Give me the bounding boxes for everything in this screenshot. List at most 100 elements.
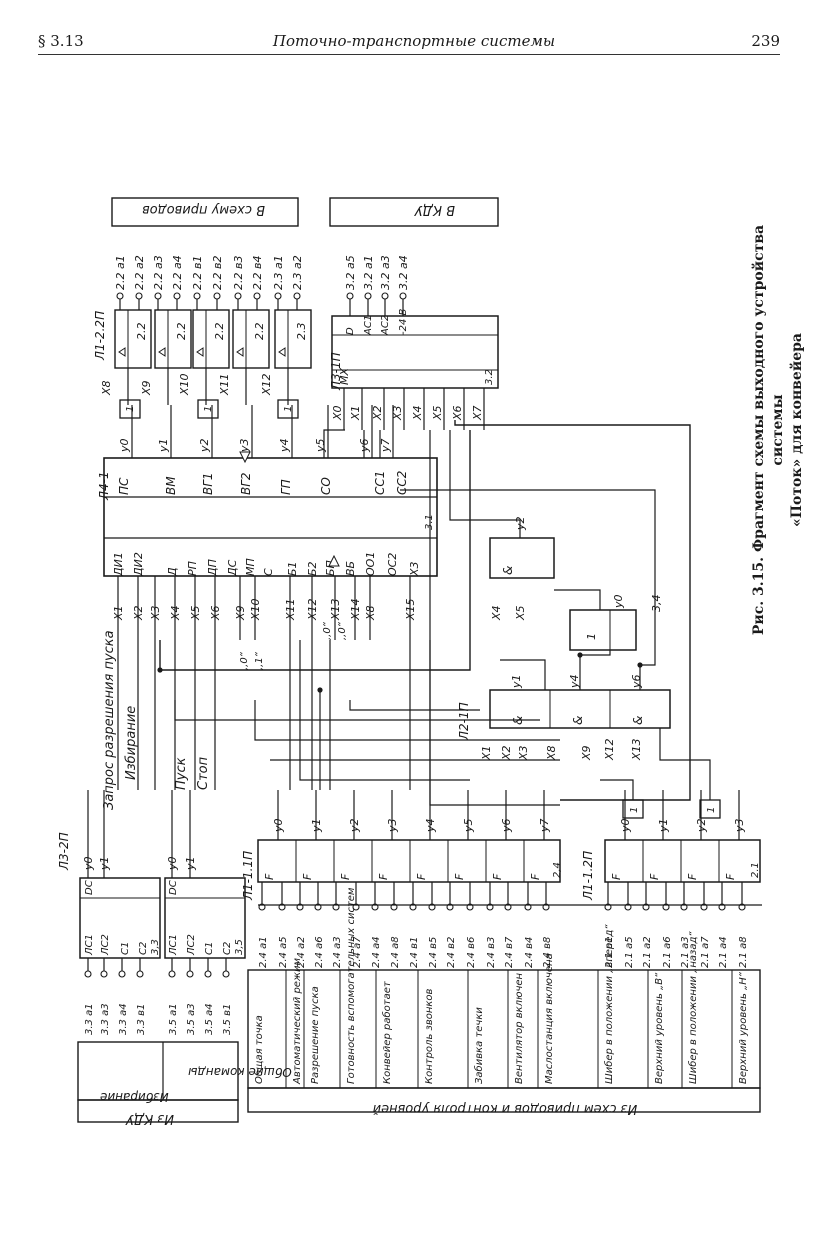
drive-out-address: 2.2 в3	[232, 256, 245, 290]
mux-input-label: Х3	[391, 405, 404, 421]
input-signal-label: Шибер в положении „назад“	[687, 931, 699, 1084]
decoder-input-label: С1	[204, 942, 215, 955]
l1-11p-address: 2.4 а2	[296, 936, 307, 968]
in-drives-block	[247, 1087, 761, 1113]
filter-f-symbol: F	[724, 873, 737, 880]
not-gate	[119, 399, 141, 419]
or-gate-block	[569, 609, 637, 651]
drive-out-address: 2.3 а2	[291, 255, 304, 290]
kdu-input-pin	[118, 970, 126, 978]
wire	[659, 728, 711, 800]
driver-cell-number: 2.2	[253, 323, 266, 341]
gate-symbol-one: 1	[629, 807, 640, 813]
wire	[174, 700, 540, 721]
kdu-out-address: 3.2 а5	[344, 255, 357, 290]
and-gate-symbol: &	[501, 566, 515, 575]
input-signal-label: Конвейер работает	[381, 980, 393, 1084]
input-signal-label: Вентилятор включен	[514, 972, 525, 1084]
input-signal-label: Контроль звонков	[424, 988, 435, 1084]
l2-label: Х1	[480, 745, 493, 761]
driver-cell	[232, 309, 270, 369]
out-drives-label: В схему приводов	[142, 202, 265, 217]
mux-output-label: D	[345, 327, 356, 335]
l1-11p-address: 2.4 в6	[466, 937, 477, 968]
drive-out-pin	[135, 292, 143, 300]
driver-triangle	[118, 347, 126, 357]
l4-input-label: РП	[186, 561, 199, 576]
logic-zero-label: ,,0“	[322, 621, 333, 640]
and-gate-symbol: &	[631, 716, 645, 725]
in-kdu-label: Из КДУ	[125, 1111, 174, 1126]
kdu-input-address: 3.5 а4	[204, 1003, 215, 1035]
running-title: Поточно-транспортные системы	[272, 32, 556, 50]
junction-dot	[637, 662, 643, 668]
driver-triangle	[196, 347, 204, 357]
l1-11p-address: 2.4 в4	[524, 937, 535, 968]
mux-block	[331, 315, 499, 389]
mux-symbol: MX	[338, 368, 351, 385]
l1-12p-address: 2.1 а4	[718, 936, 729, 968]
filter-f-symbol: F	[491, 873, 504, 880]
l1-12p-block	[604, 839, 761, 883]
kdu-input-pin	[84, 970, 92, 978]
inverter-triangle	[239, 451, 251, 464]
filter-f-symbol: F	[263, 873, 276, 880]
start-request-label: Запрос разрешения пуска	[102, 630, 117, 810]
input-signal-label: Общая точка	[253, 1015, 265, 1084]
drive-out-address: 2.3 а1	[272, 255, 285, 290]
drive-out-pin	[173, 292, 181, 300]
l4-y-label: у4	[278, 438, 291, 453]
l2-label: Х4	[490, 605, 503, 621]
kdu-input-address: 3.5 а3	[186, 1003, 197, 1035]
l1-12p-cell-number: 2.1	[750, 862, 761, 878]
wire	[500, 659, 546, 690]
caption-line-1: Рис. 3.15. Фрагмент схемы выходного устр…	[751, 224, 786, 636]
l1-12p-address: 2.1 а6	[662, 936, 673, 968]
driver-x-label: Х8	[100, 380, 113, 396]
driver-cell-number: 2.3	[295, 323, 308, 341]
start-label: Пуск	[174, 757, 189, 790]
l1-11p-address: 2.4 в7	[504, 936, 515, 968]
gate-symbol-one: 1	[706, 807, 717, 813]
kdu-out-address: 3.2 а3	[379, 255, 392, 290]
gate-symbol-one: 1	[283, 406, 294, 412]
decoder-input-label: ЛС1	[168, 934, 179, 956]
l4-input-label: ДС	[226, 559, 239, 577]
l4-output-label: СС2	[395, 471, 409, 495]
l2-label: у0	[612, 594, 625, 609]
select-label: Избирание	[124, 706, 139, 780]
l1-12p-address: 2.1 а7	[700, 936, 711, 968]
l4-input-label: ДИ2	[132, 552, 145, 577]
not-gate	[197, 399, 219, 419]
and-gate-symbol: &	[571, 716, 585, 725]
kdu-input-pin	[168, 970, 176, 978]
mux-input-label: Х7	[471, 405, 484, 421]
kdu-input-address: 3.3 а3	[100, 1003, 111, 1035]
and-gate-block	[489, 537, 555, 579]
kdu-input-pin	[136, 970, 144, 978]
drive-out-address: 2.2 а1	[114, 255, 127, 290]
in-signals-block	[247, 969, 761, 1089]
wire	[454, 420, 691, 801]
wire	[159, 430, 471, 671]
kdu-input-address: 3.3 а1	[84, 1003, 95, 1035]
l4-input-label: Б1	[286, 561, 299, 576]
decoder-block-b	[164, 877, 246, 959]
wire	[554, 589, 601, 610]
wire	[299, 640, 470, 781]
in-kdu-group-select: Избирание	[100, 1090, 169, 1104]
filter-f-symbol: F	[648, 873, 661, 880]
l4-output-label: ВГ1	[201, 472, 215, 495]
l1-11p-address: 2.4 в2	[446, 937, 457, 968]
l1-12p-address: 2.1 а2	[642, 936, 653, 968]
header-rule	[38, 54, 780, 55]
kdu-input-address: 3.5 а1	[168, 1003, 179, 1035]
l1-11p-address: 2.4 а7	[352, 936, 363, 968]
not-gate	[277, 399, 299, 419]
junction-dot	[577, 652, 583, 658]
drive-out-pin	[274, 292, 282, 300]
drive-out-pin	[293, 292, 301, 300]
l4-input-label: ДИ1	[112, 552, 125, 577]
l4-input-label: ВБ	[344, 561, 357, 576]
gate-symbol-one: 1	[125, 406, 136, 412]
